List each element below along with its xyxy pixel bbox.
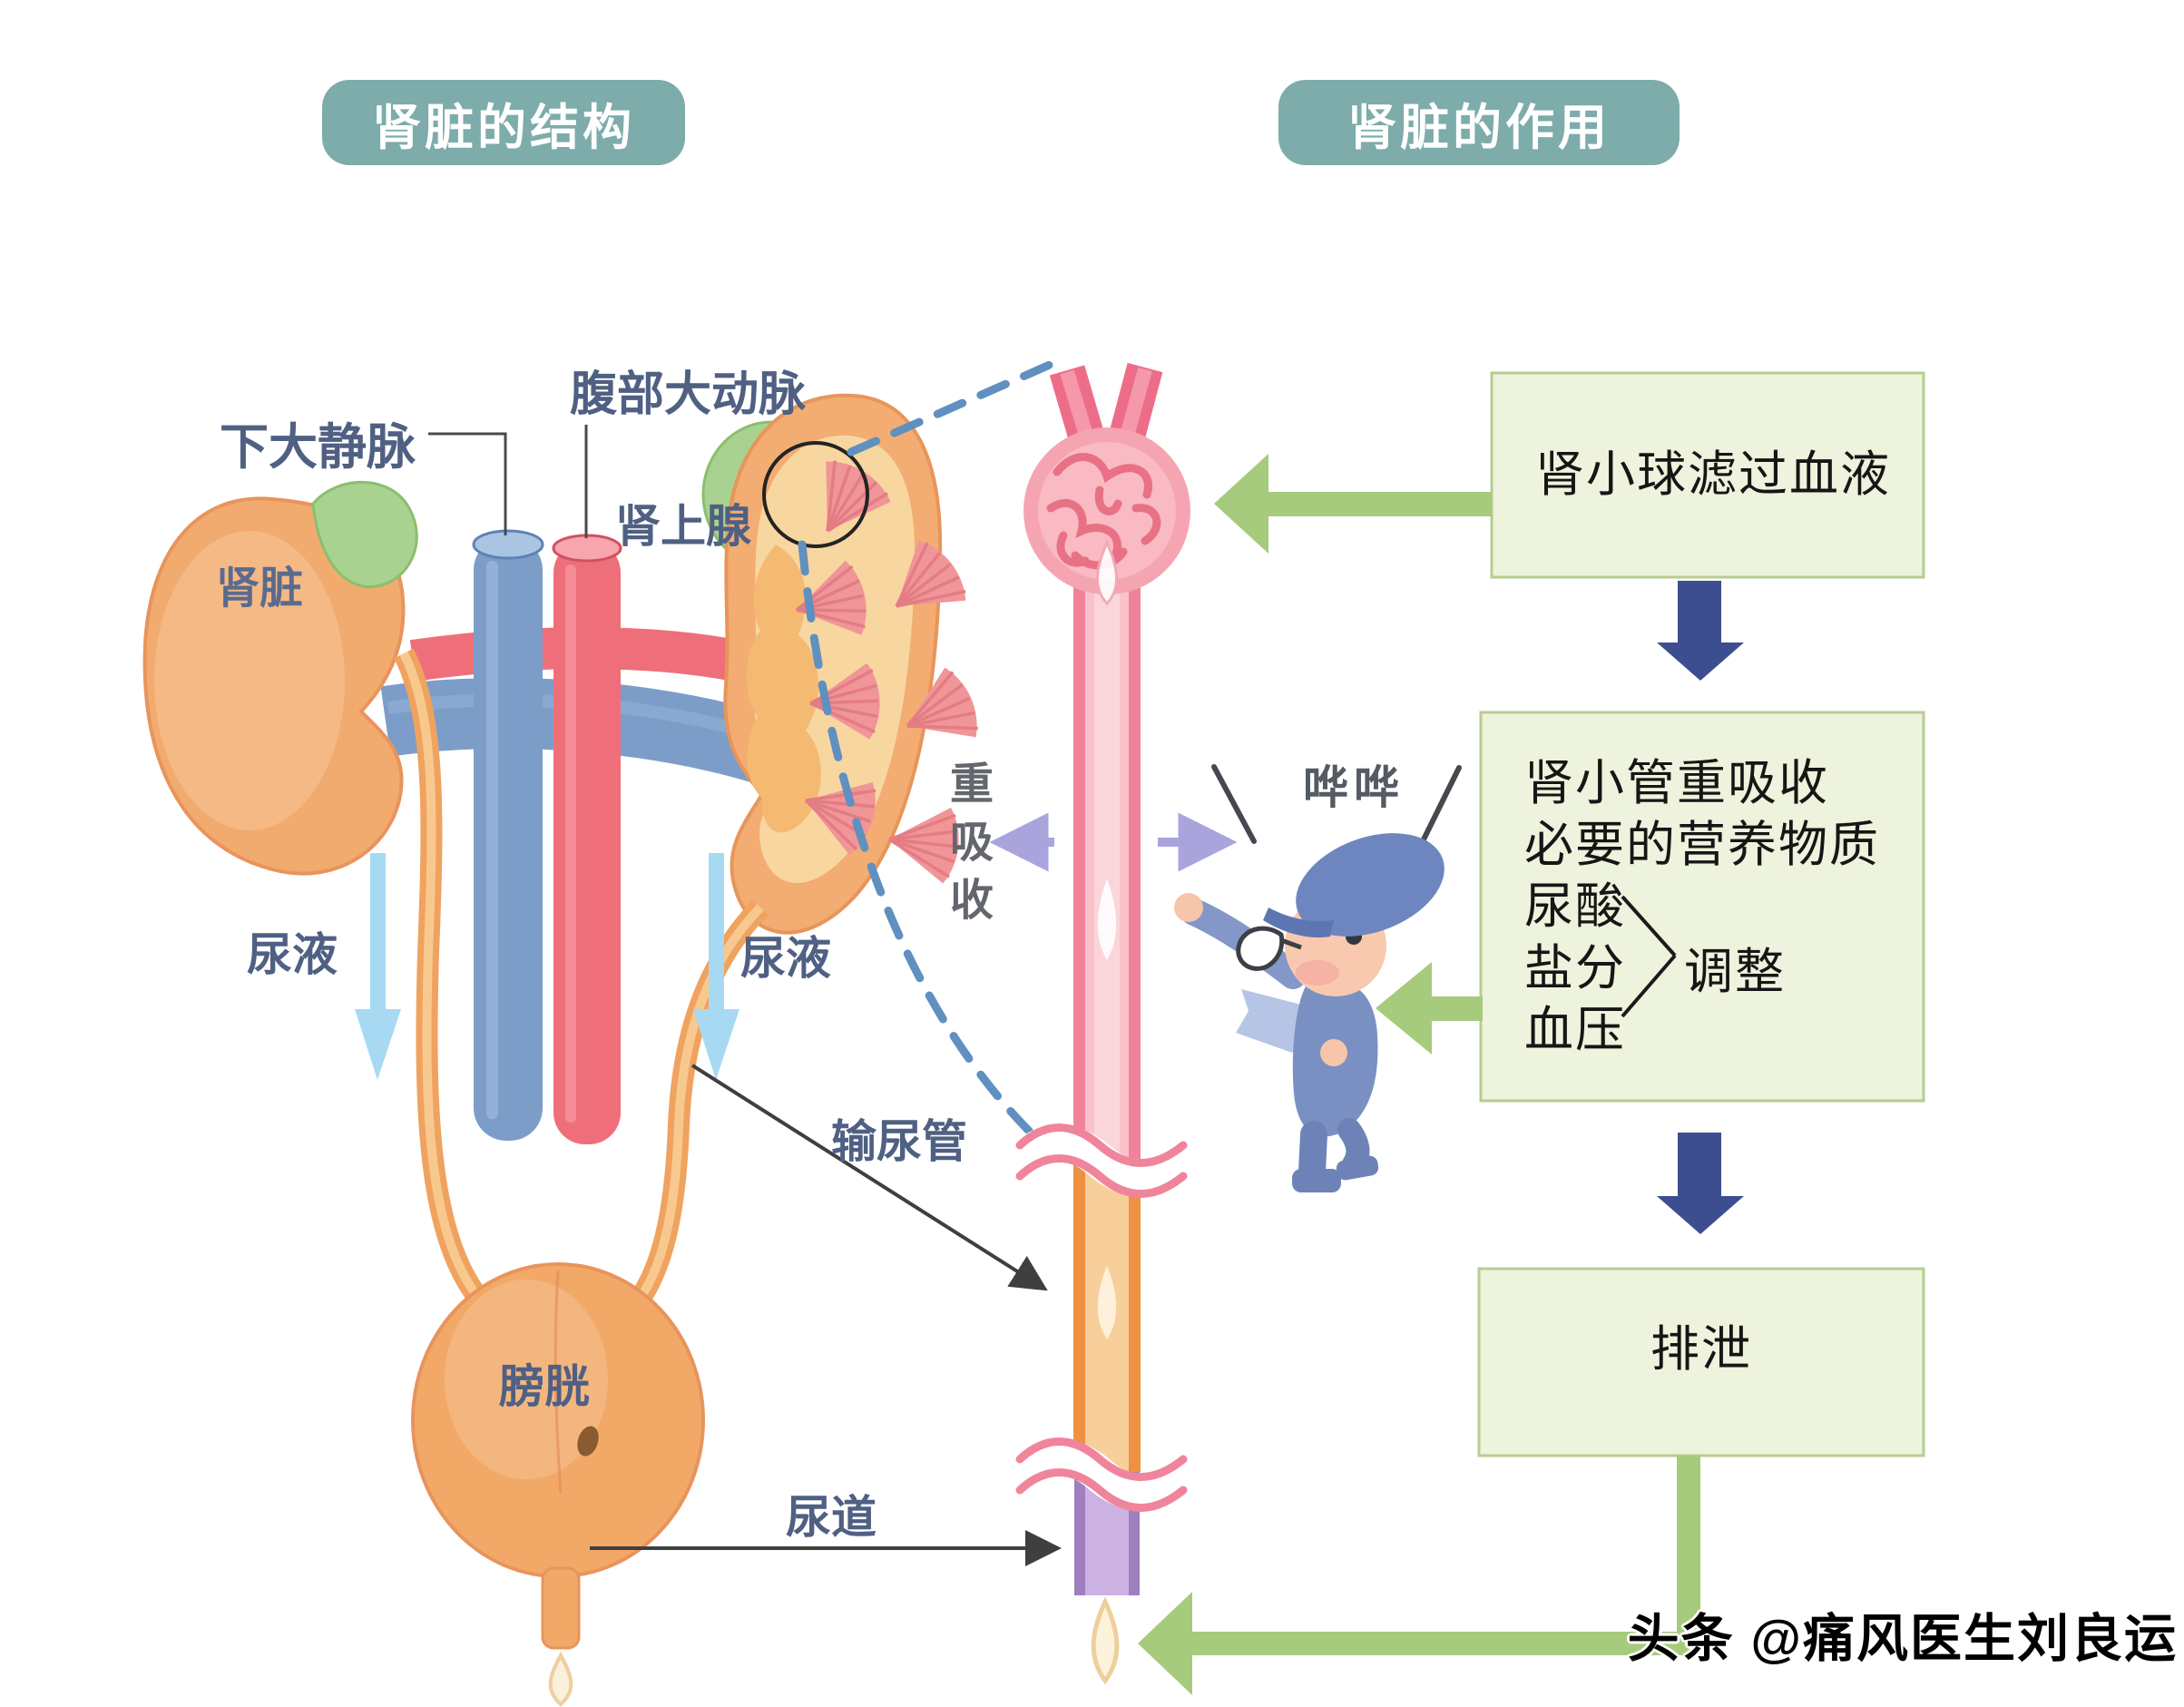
tube-break-lower — [1007, 1437, 1195, 1512]
green-elbow-arrow-to-outlet-icon — [1138, 1456, 1700, 1695]
urine-drop-nephron — [1091, 1596, 1120, 1685]
adrenal-label: 肾上腺 — [615, 501, 751, 552]
flow-box-1 — [1490, 371, 1925, 579]
vena-cava-label: 下大静脉 — [220, 420, 416, 475]
reabsorption-label: 重吸收 — [943, 760, 991, 935]
flow-result-adjust: 调整 — [1684, 945, 1786, 999]
ureter-label: 输尿管 — [831, 1116, 967, 1167]
bladder-label: 膀胱 — [499, 1361, 590, 1412]
label-pointer-lines — [428, 425, 588, 538]
function-header-badge: 肾脏的作用 — [1278, 80, 1680, 165]
aorta-label: 腹部大动脉 — [570, 368, 807, 421]
flow-box2-line2: 必要的营养物质 — [1524, 818, 1880, 872]
flow-item-uric-acid: 尿酸 — [1524, 879, 1626, 934]
nephron-tubule-pink — [1073, 581, 1141, 1160]
kidney-cross-section — [723, 393, 988, 935]
zoom-dashed-lines — [798, 357, 1063, 1150]
label-pointer-arrows — [590, 1064, 1062, 1566]
glomerulus — [1023, 362, 1190, 606]
green-arrow-to-glomerulus-icon — [1214, 454, 1492, 554]
urine-arrow-right-icon — [693, 853, 739, 1080]
flow-box2-line1: 肾小管重吸收 — [1524, 756, 1829, 810]
flow-item-salt: 盐分 — [1524, 941, 1626, 996]
sound-lines-icon — [1211, 764, 1462, 844]
urethra-label: 尿道 — [786, 1492, 877, 1543]
watermark-text: 头条 @痛风医生刘良运 — [1627, 1610, 2178, 1668]
aorta-vessel — [552, 534, 622, 1144]
tube-break-upper — [1007, 1123, 1195, 1198]
kidney-whole — [142, 496, 406, 876]
brace-lines — [1621, 895, 1677, 1018]
whistle-sound-label: 哗哗 — [1303, 762, 1405, 813]
flow-box-2 — [1479, 711, 1925, 1103]
ureter-left-tube — [394, 648, 505, 1327]
structure-header-label: 肾脏的结构 — [372, 100, 635, 155]
urine-label-right: 尿液 — [740, 933, 831, 984]
structure-header-badge: 肾脏的结构 — [322, 80, 685, 165]
flow-box-3 — [1477, 1267, 1925, 1457]
vena-cava-vessel — [472, 529, 544, 1141]
bladder-shape — [411, 1262, 705, 1650]
function-header-label: 肾脏的作用 — [1347, 100, 1611, 155]
urine-label-left: 尿液 — [247, 929, 338, 980]
navy-down-arrow-2-icon — [1657, 1133, 1744, 1234]
green-arrow-to-tubule-icon — [1376, 962, 1483, 1055]
navy-down-arrow-1-icon — [1657, 581, 1744, 681]
flow-box3-label: 排泄 — [1650, 1322, 1752, 1377]
flow-item-blood-pressure: 血压 — [1524, 1003, 1626, 1057]
nephron-zoom-circle — [762, 441, 869, 548]
flow-box1-label: 肾小球滤过血液 — [1535, 447, 1891, 502]
urine-drop-bladder — [548, 1651, 573, 1707]
urine-arrow-left-icon — [355, 853, 401, 1080]
police-officer-illustration — [1174, 833, 1445, 1192]
adrenal-gland-left — [311, 480, 418, 589]
nephron-ureter-orange — [1073, 1160, 1141, 1472]
kidney-label: 肾脏 — [216, 564, 304, 613]
